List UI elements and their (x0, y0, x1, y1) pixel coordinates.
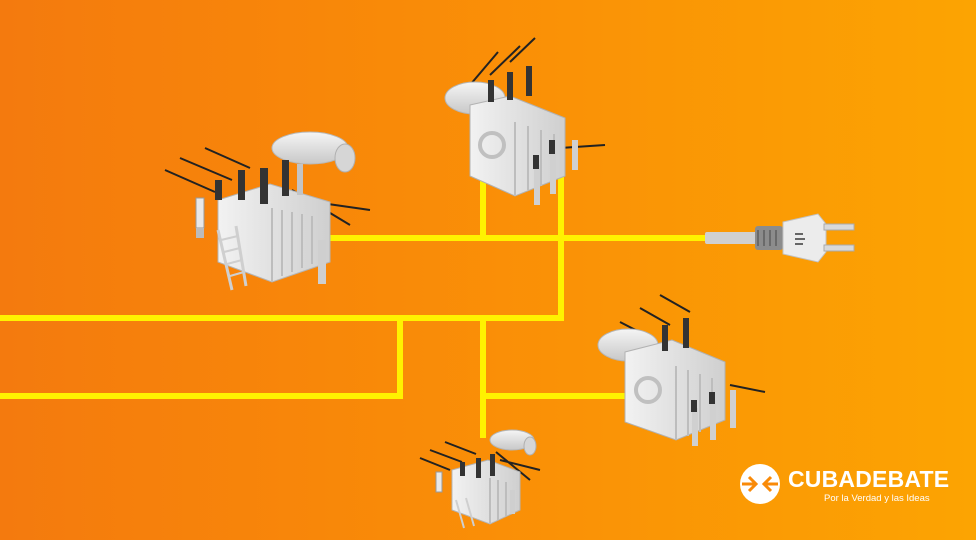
power-line-branch-left (0, 318, 403, 399)
brand-watermark: CUBADEBATE Por la Verdad y las Ideas (738, 462, 968, 512)
cubadebate-logo-icon (740, 464, 780, 504)
brand-tagline: Por la Verdad y las Ideas (824, 493, 930, 504)
transformer-icon (597, 294, 766, 446)
transformer-icon (444, 37, 606, 205)
transformer-icon (164, 131, 371, 291)
electric-plug-icon (705, 213, 855, 263)
power-line-riser-right (0, 168, 564, 321)
power-lines (0, 168, 715, 438)
brand-name: CUBADEBATE (788, 466, 950, 492)
transformer-icon (419, 429, 541, 529)
